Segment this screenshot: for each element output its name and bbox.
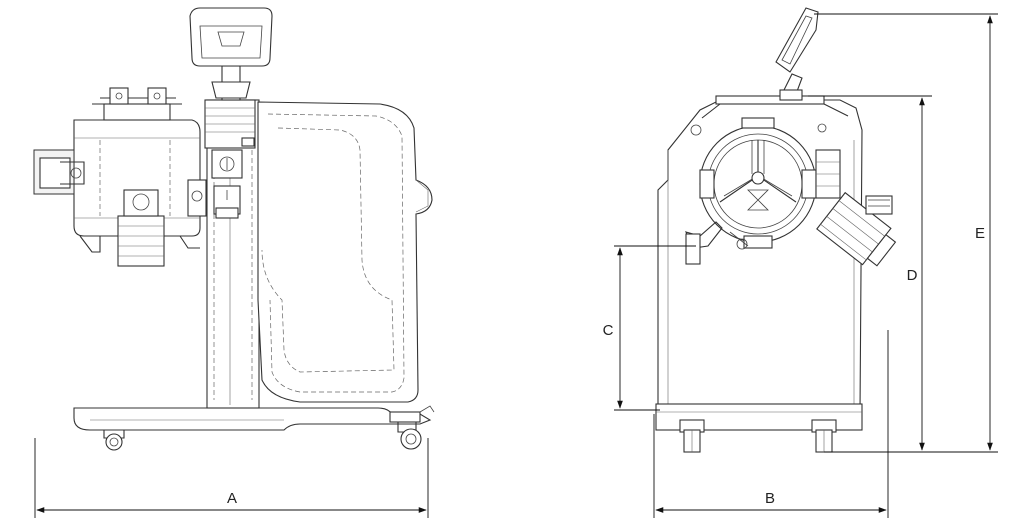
dimension-e-label: E xyxy=(975,225,985,242)
front-motor xyxy=(816,191,897,267)
dimension-a-label: A xyxy=(227,490,237,507)
side-view-machine xyxy=(33,7,435,451)
dimension-d-label: D xyxy=(907,267,918,284)
dimension-lines xyxy=(34,13,998,518)
front-caster-wheel xyxy=(103,430,125,451)
front-left-caster xyxy=(679,419,705,453)
dimension-c-label: C xyxy=(603,322,614,339)
side-motor xyxy=(117,189,165,267)
front-view-machine xyxy=(655,7,897,453)
rear-caster-wheel xyxy=(389,405,435,450)
front-right-caster xyxy=(811,419,837,453)
dimension-b-label: B xyxy=(765,490,775,507)
